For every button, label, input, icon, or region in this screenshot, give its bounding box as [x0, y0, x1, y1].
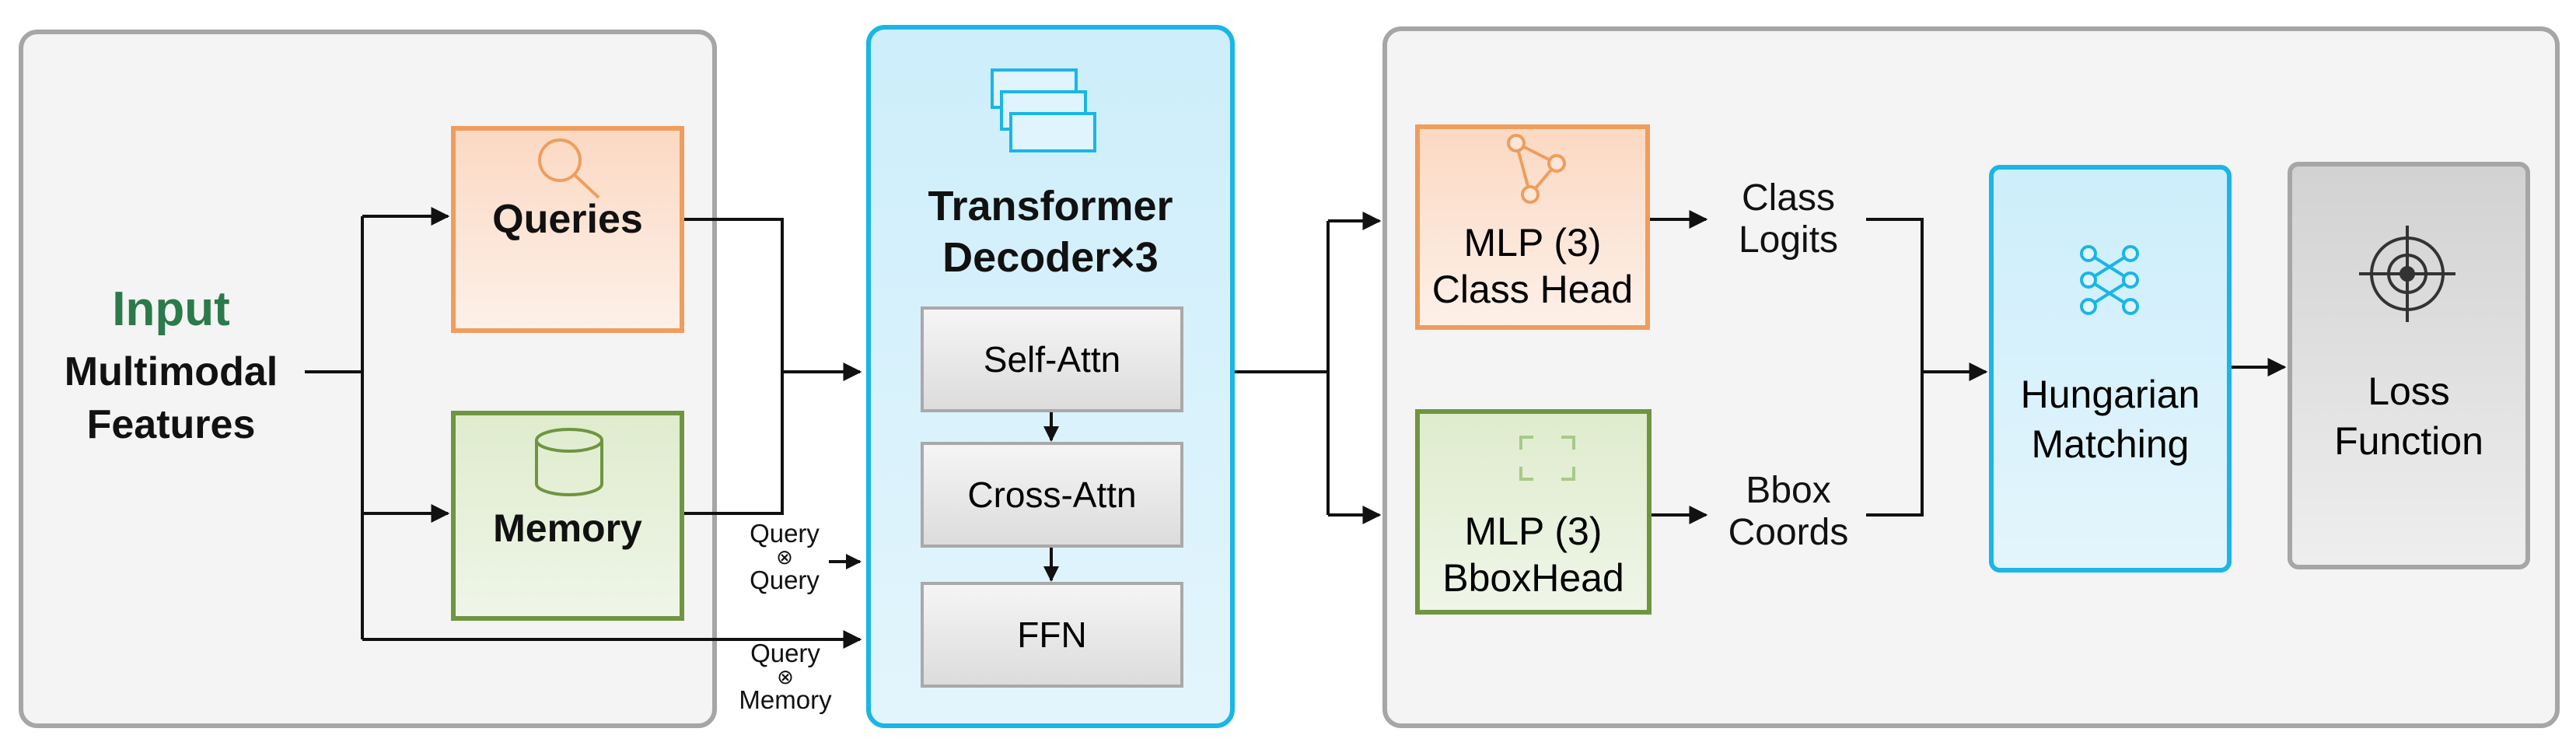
magnifier-icon	[538, 138, 600, 199]
class-head-line2: Class Head	[1431, 268, 1634, 311]
input-subtitle-line2: Features	[86, 402, 256, 447]
hungarian-matching-label: Hungarian Matching	[2021, 369, 2200, 469]
note-qm-top: Query	[750, 639, 820, 667]
bbox-head-line2: BboxHead	[1442, 556, 1624, 600]
bounding-box-icon	[1519, 436, 1575, 481]
hungarian-line1: Hungarian	[2020, 373, 2200, 416]
note-qm-symbol: ⊗	[777, 665, 794, 688]
queries-box	[451, 126, 684, 333]
memory-label: Memory	[493, 506, 642, 550]
crosshair-target-icon	[2359, 226, 2455, 322]
self-attn-box: Self-Attn	[921, 306, 1183, 412]
self-attn-label: Self-Attn	[983, 339, 1121, 380]
bbox-head-box: MLP (3) BboxHead	[1415, 409, 1652, 615]
class-head-line1: MLP (3)	[1463, 221, 1602, 264]
bbox-coords-label: Bbox Coords	[1703, 470, 1874, 554]
class-logits-line	[1866, 218, 1924, 517]
input-title: Input	[112, 282, 230, 336]
hungarian-matching-box: Hungarian Matching	[1989, 165, 2232, 573]
memory-box	[451, 411, 684, 621]
note-qq-bottom: Query	[750, 566, 820, 594]
bbox-coords-line2: Coords	[1728, 512, 1849, 553]
bbox-head-line1: MLP (3)	[1464, 510, 1603, 553]
query-memory-note: Query ⊗ Memory	[723, 639, 848, 714]
note-qq-symbol: ⊗	[776, 545, 793, 569]
bbox-coords-line1: Bbox	[1746, 470, 1831, 511]
ffn-label: FFN	[1017, 615, 1087, 655]
class-logits-label: Class Logits	[1703, 177, 1874, 261]
decoder-title: Transformer Decoder×3	[871, 180, 1230, 283]
graph-nodes-icon	[1507, 134, 1566, 204]
class-logits-line1: Class	[1741, 177, 1836, 219]
input-subtitle-line1: Multimodal	[64, 349, 278, 394]
bbox-head-label: MLP (3) BboxHead	[1442, 508, 1624, 601]
input-subtitle: Multimodal Features	[39, 345, 303, 451]
queries-label: Queries	[492, 197, 643, 242]
query-query-note: Query ⊗ Query	[728, 520, 841, 594]
queries-out-line	[684, 218, 784, 515]
loss-function-label: Loss Function	[2334, 366, 2483, 466]
database-icon	[535, 428, 603, 496]
bipartite-graph-icon	[2080, 245, 2139, 315]
class-head-box: MLP (3) Class Head	[1415, 124, 1650, 330]
note-qm-bottom: Memory	[739, 685, 832, 714]
class-head-label: MLP (3) Class Head	[1432, 219, 1633, 313]
decoder-title-line2: Decoder×3	[942, 234, 1159, 281]
cross-attn-box: Cross-Attn	[921, 442, 1183, 548]
loss-line1: Loss	[2368, 369, 2450, 413]
cross-attn-label: Cross-Attn	[967, 475, 1137, 515]
stacked-layers-icon	[991, 68, 1096, 152]
loss-line2: Function	[2334, 419, 2483, 463]
decoder-title-line1: Transformer	[928, 183, 1173, 229]
class-logits-line2: Logits	[1738, 219, 1839, 261]
hungarian-line2: Matching	[2031, 422, 2190, 466]
ffn-box: FFN	[921, 582, 1183, 688]
note-qq-top: Query	[750, 519, 820, 548]
